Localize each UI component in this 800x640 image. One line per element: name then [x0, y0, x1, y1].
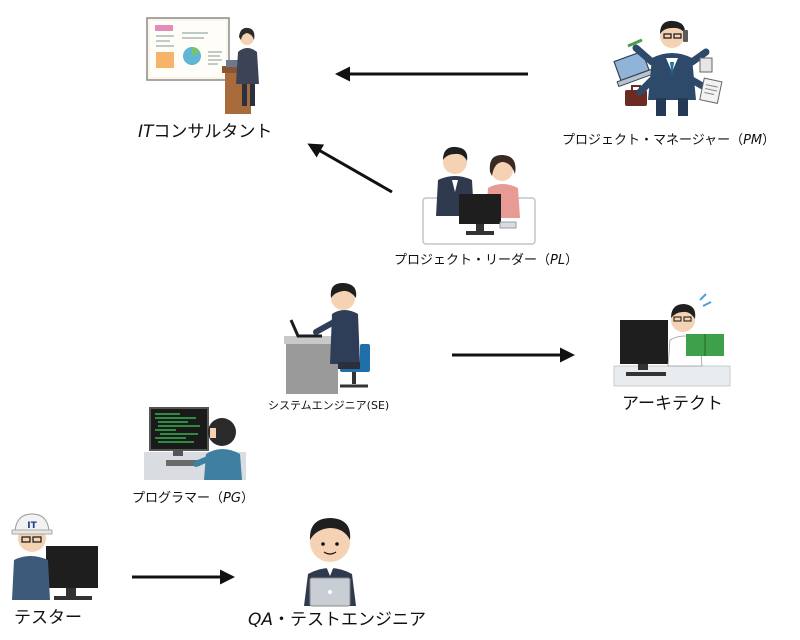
label-pm-abbr: PM	[743, 133, 763, 148]
label-pl-abbr: PL	[550, 253, 566, 268]
se-illustration	[284, 282, 370, 394]
label-it-consultant: ITコンサルタント	[138, 124, 272, 141]
label-qa-engineer: QA・テストエンジニア	[248, 612, 426, 629]
consultant-illustration	[146, 17, 259, 114]
label-pg-abbr: PG	[223, 491, 241, 506]
label-qa-prefix: QA	[248, 610, 274, 630]
arrow-pl-to-consultant	[307, 143, 393, 194]
label-project-manager: プロジェクト・マネージャー（PM）	[562, 134, 775, 147]
pl-illustration	[422, 146, 536, 245]
qa-illustration	[304, 518, 356, 607]
programmer-illustration	[144, 407, 246, 480]
label-project-leader: プロジェクト・リーダー（PL）	[394, 254, 578, 267]
label-qa-rest: ・テストエンジニア	[273, 610, 427, 630]
label-pl-close: ）	[565, 253, 579, 268]
label-pm-close: ）	[762, 133, 776, 148]
tester-illustration: IT	[11, 513, 98, 600]
label-pm-main: プロジェクト・マネージャー（	[562, 133, 744, 148]
label-programmer: プログラマー（PG）	[132, 492, 254, 505]
label-pg-main: プログラマー（	[132, 491, 224, 506]
label-pl-main: プロジェクト・リーダー（	[394, 253, 551, 268]
label-pg-close: ）	[240, 491, 254, 506]
label-system-engineer: システムエンジニア(SE)	[268, 399, 390, 412]
label-tester: テスター	[14, 608, 82, 628]
label-it-consultant-rest: コンサルタント	[153, 122, 273, 142]
pm-illustration	[613, 20, 723, 116]
architect-illustration	[613, 293, 731, 387]
label-architect: アーキテクト	[622, 394, 723, 414]
tester-helmet-text: IT	[27, 521, 37, 531]
label-it-consultant-prefix: IT	[138, 122, 154, 142]
